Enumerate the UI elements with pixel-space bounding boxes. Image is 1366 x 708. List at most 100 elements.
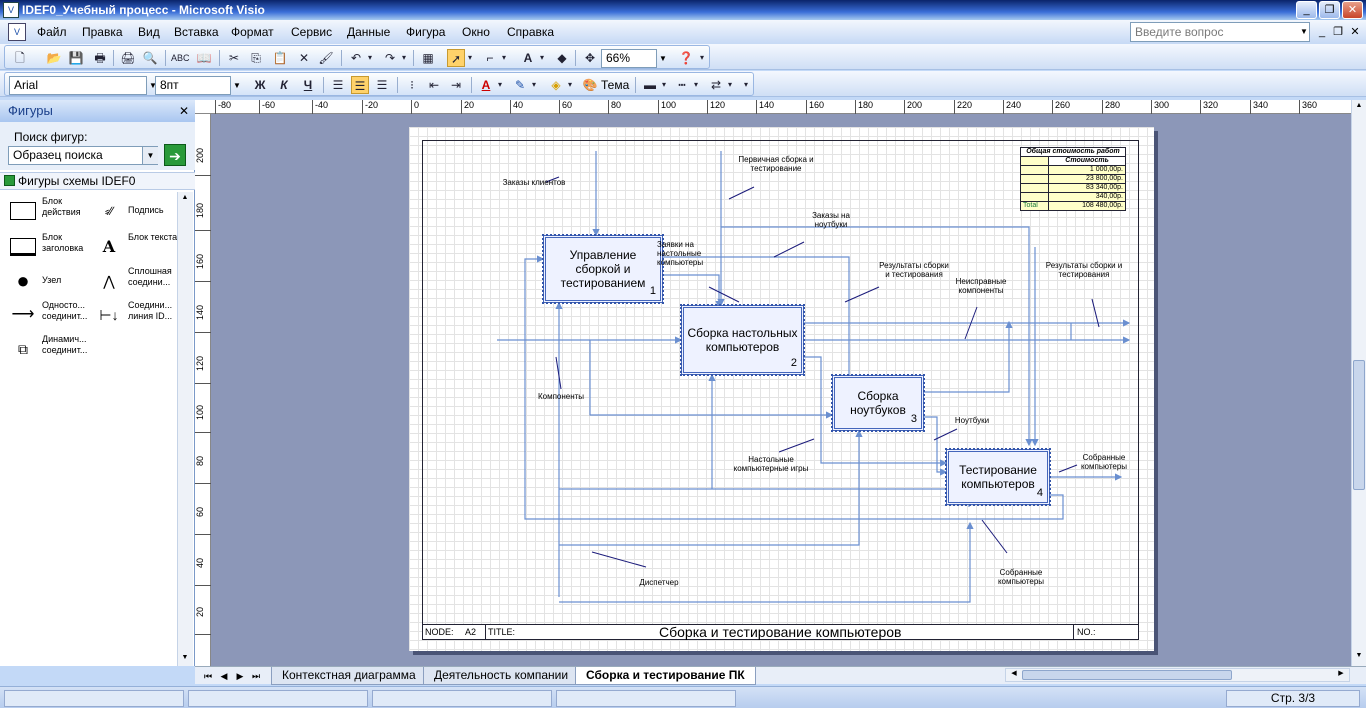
- save-icon[interactable]: 💾: [68, 51, 84, 65]
- drawing-canvas[interactable]: Управление сборкой и тестированием 1 Сбо…: [211, 114, 1351, 666]
- title-block-frame[interactable]: NODE: A2 TITLE: Сборка и тестирование ко…: [422, 624, 1139, 640]
- italic-button[interactable]: К: [280, 78, 288, 92]
- doc-close-button[interactable]: ✕: [1350, 26, 1360, 38]
- line-color-icon[interactable]: ✎: [514, 78, 526, 92]
- chevron-down-icon[interactable]: ▼: [659, 54, 667, 63]
- chevron-down-icon[interactable]: ▾: [661, 80, 666, 89]
- drawing-page[interactable]: Управление сборкой и тестированием 1 Сбо…: [409, 127, 1154, 651]
- paste-icon[interactable]: 📋: [272, 51, 288, 65]
- menu-view[interactable]: Вид: [138, 25, 160, 39]
- chevron-down-icon[interactable]: ▾: [727, 80, 732, 89]
- next-page-icon[interactable]: ▶: [236, 671, 244, 681]
- decrease-indent-icon[interactable]: ⇤: [428, 78, 440, 92]
- label-orders[interactable]: Заказы клиентов: [502, 178, 566, 187]
- font-size-combo[interactable]: 8пт: [155, 76, 231, 95]
- open-icon[interactable]: 📂: [46, 51, 62, 65]
- toolbar-options-icon[interactable]: ▾: [699, 53, 704, 62]
- maximize-button[interactable]: ❐: [1319, 1, 1340, 19]
- chevron-down-icon[interactable]: ▼: [1300, 27, 1308, 36]
- text-tool-icon[interactable]: A: [523, 51, 533, 65]
- tab-context-diagram[interactable]: Контекстная диаграмма: [271, 667, 427, 685]
- label-results2[interactable]: Результаты сборки и тестирования: [1045, 261, 1123, 279]
- activity-box-4[interactable]: Тестирование компьютеров 4: [945, 448, 1051, 506]
- menu-data[interactable]: Данные: [347, 25, 391, 39]
- minimize-button[interactable]: _: [1296, 1, 1317, 19]
- label-laptop-orders[interactable]: Заказы на ноутбуки: [812, 211, 850, 229]
- bullets-icon[interactable]: ⁝: [410, 78, 414, 92]
- copy-icon[interactable]: ⎘: [251, 51, 261, 65]
- menu-insert[interactable]: Вставка: [174, 25, 219, 39]
- align-center-icon[interactable]: ☰: [351, 76, 369, 94]
- canvas-horizontal-scrollbar[interactable]: ◀ ▶: [1005, 668, 1350, 682]
- page-number-status[interactable]: Стр. 3/3: [1226, 690, 1360, 707]
- line-pattern-icon[interactable]: ┅: [678, 78, 686, 92]
- stencil-title-bar[interactable]: Фигуры схемы IDEF0: [0, 172, 195, 190]
- scroll-thumb[interactable]: [1353, 360, 1365, 490]
- menu-format[interactable]: Формат: [231, 25, 274, 39]
- shape-activity-box[interactable]: Блок действия: [4, 196, 94, 226]
- shape-signature[interactable]: ⸗∕∕ Подпись: [90, 196, 180, 226]
- permission-icon[interactable]: 🖶: [94, 51, 106, 65]
- spelling-icon[interactable]: ABC: [171, 53, 190, 63]
- prev-page-icon[interactable]: ◀: [220, 671, 228, 681]
- label-desktop-orders[interactable]: Заявки на настольные компьютеры: [657, 240, 704, 267]
- underline-button[interactable]: Ч: [303, 78, 313, 92]
- chevron-down-icon[interactable]: ▼: [1355, 652, 1363, 659]
- activity-box-3[interactable]: Сборка ноутбуков 3: [831, 374, 925, 432]
- activity-box-2[interactable]: Сборка настольных компьютеров 2: [680, 304, 805, 376]
- shape-title-block[interactable]: Блок заголовка: [4, 232, 94, 262]
- chevron-down-icon[interactable]: ▾: [497, 80, 502, 89]
- chevron-down-icon[interactable]: ▼: [233, 81, 241, 90]
- theme-button[interactable]: Тема: [601, 78, 630, 92]
- bold-button[interactable]: Ж: [254, 78, 266, 92]
- canvas-vertical-scrollbar[interactable]: ▲ ▼: [1351, 100, 1366, 666]
- line-weight-icon[interactable]: ▬: [644, 78, 656, 92]
- scroll-thumb[interactable]: [1022, 670, 1232, 680]
- line-ends-icon[interactable]: ⇄: [710, 78, 722, 92]
- chevron-down-icon[interactable]: ▾: [567, 80, 572, 89]
- connector-tool-icon[interactable]: ⌐: [486, 51, 494, 65]
- undo-icon[interactable]: ↶: [350, 51, 362, 65]
- increase-indent-icon[interactable]: ⇥: [450, 78, 462, 92]
- tab-pc-assembly[interactable]: Сборка и тестирование ПК: [575, 667, 756, 685]
- shape-search-input[interactable]: Образец поиска: [8, 146, 158, 165]
- help-icon[interactable]: ❓: [678, 51, 694, 65]
- chevron-down-icon[interactable]: ▾: [693, 80, 698, 89]
- label-laptops[interactable]: Ноутбуки: [954, 416, 990, 425]
- cost-table[interactable]: Общая стоимость работ Стоимость 1 000,00…: [1020, 147, 1126, 211]
- menu-file[interactable]: Файл: [37, 25, 67, 39]
- cut-icon[interactable]: ✂: [228, 51, 240, 65]
- activity-box-1[interactable]: Управление сборкой и тестированием 1: [542, 234, 664, 304]
- menu-window[interactable]: Окно: [462, 25, 490, 39]
- help-search-input[interactable]: Введите вопрос: [1130, 22, 1310, 42]
- doc-minimize-button[interactable]: _: [1318, 26, 1326, 38]
- shapes-scrollbar[interactable]: ▲ ▼: [177, 192, 193, 666]
- label-primary[interactable]: Первичная сборка и тестирование: [738, 155, 814, 173]
- fill-color-icon[interactable]: ◈: [551, 78, 561, 92]
- last-page-icon[interactable]: ⏭: [251, 671, 261, 681]
- first-page-icon[interactable]: ⏮: [203, 671, 213, 681]
- shape-node[interactable]: ● Узел: [4, 266, 94, 296]
- chevron-down-icon[interactable]: ▾: [401, 53, 406, 62]
- print-icon[interactable]: 🖨: [120, 51, 136, 65]
- shape-text-block[interactable]: A Блок текста...: [90, 232, 185, 262]
- close-icon[interactable]: ✕: [178, 104, 190, 118]
- format-painter-icon[interactable]: 🖌: [318, 51, 334, 65]
- chevron-down-icon[interactable]: ▾: [367, 53, 372, 62]
- label-assembled2[interactable]: Собранные компьютеры: [997, 568, 1045, 586]
- document-icon[interactable]: V: [8, 23, 26, 41]
- shape-solid-connector[interactable]: ⋀ Сплошная соедини...: [90, 266, 180, 296]
- chevron-down-icon[interactable]: ▾: [467, 53, 472, 62]
- redo-icon[interactable]: ↷: [384, 51, 396, 65]
- search-go-button[interactable]: ➔: [164, 144, 186, 166]
- shape-dynamic-connector[interactable]: ⧉ Динамич... соединит...: [4, 334, 94, 364]
- horizontal-ruler[interactable]: -80 -60 -40 -20 0 20 40 60 80 100 120 14…: [195, 100, 1366, 114]
- shape-connector-line[interactable]: ⊢↓ Соедини... линия ID...: [90, 300, 180, 330]
- zoom-combo[interactable]: 66%: [601, 49, 657, 68]
- print-preview-icon[interactable]: 🔍: [142, 51, 158, 65]
- font-combo[interactable]: Arial: [9, 76, 147, 95]
- shape-one-way-connector[interactable]: ⟶ Односто... соединит...: [4, 300, 94, 330]
- visio-app-icon[interactable]: V: [3, 2, 19, 18]
- delete-icon[interactable]: ✕: [298, 51, 310, 65]
- label-dispatcher[interactable]: Диспетчер: [639, 578, 679, 587]
